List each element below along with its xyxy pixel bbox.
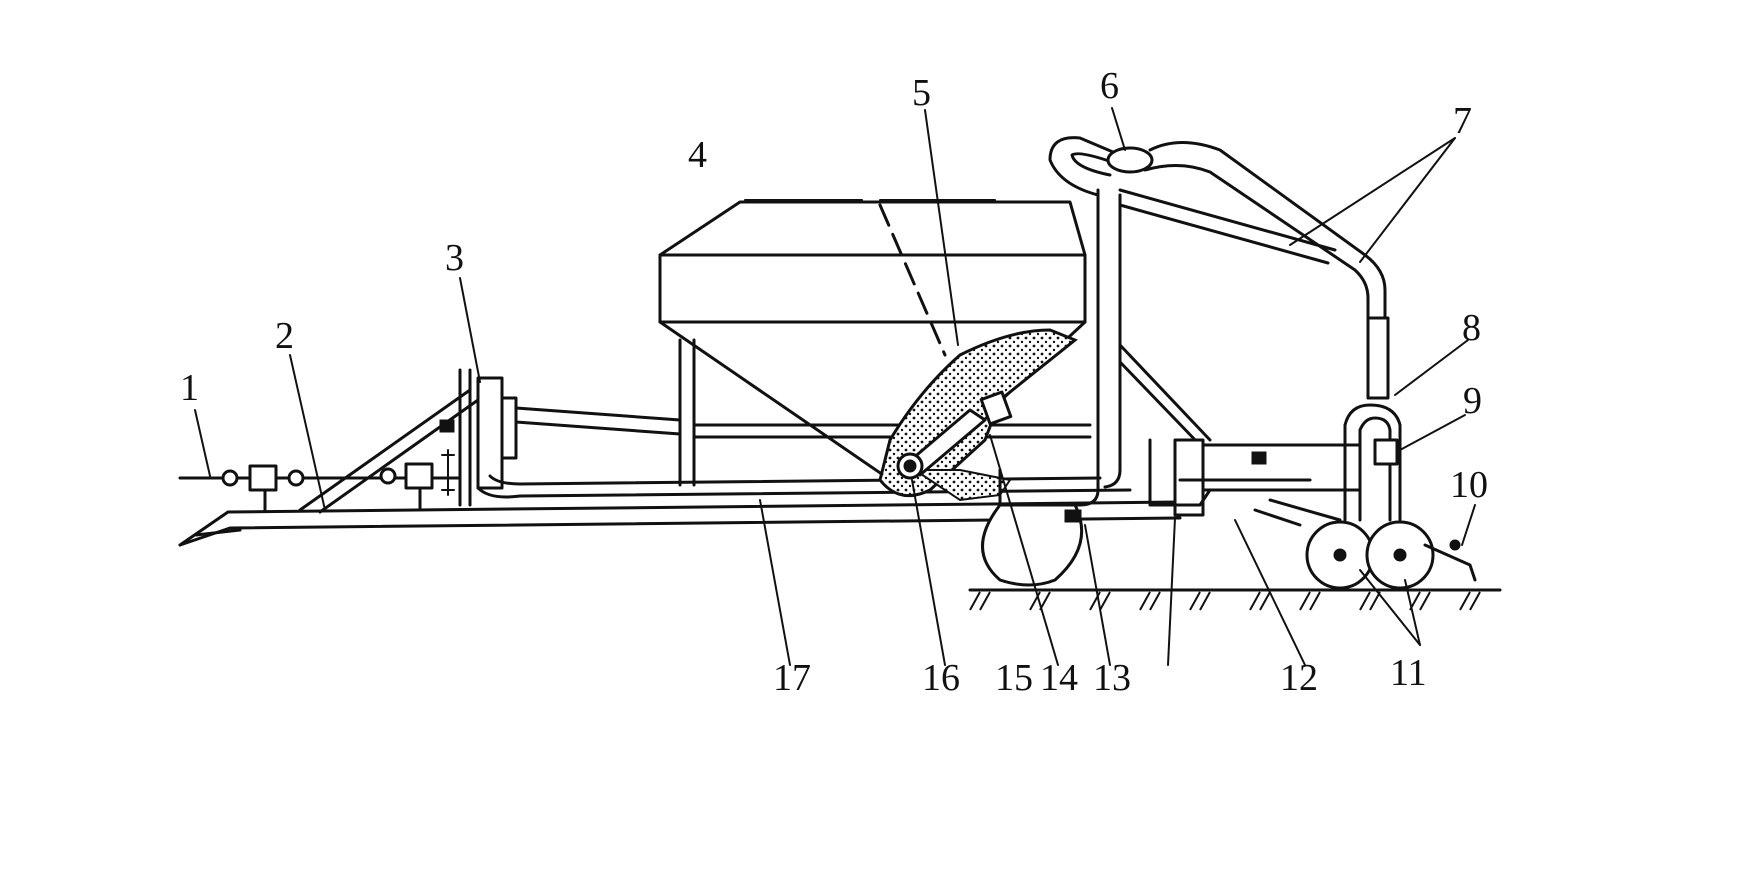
label-9: 9: [1463, 380, 1482, 422]
fan-housing: [476, 376, 682, 490]
label-5: 5: [912, 72, 931, 114]
main-frame: [178, 500, 1182, 547]
label-8: 8: [1462, 307, 1481, 349]
label-11: 11: [1390, 652, 1427, 694]
furrow-opener: [1148, 438, 1212, 507]
label-12: 12: [1280, 657, 1318, 699]
label-10: 10: [1450, 464, 1488, 506]
label-2: 2: [275, 315, 294, 357]
label-14: 14: [1040, 657, 1078, 699]
label-13: 13: [1093, 657, 1131, 699]
distribution-tubes: [1118, 141, 1390, 400]
label-4: 4: [688, 134, 707, 176]
label-17: 17: [773, 657, 811, 699]
label-7: 7: [1453, 100, 1472, 142]
hitch-linkage: [178, 462, 462, 512]
leader-lines: [194, 107, 1476, 666]
meter-chamber: [878, 328, 1078, 502]
label-6: 6: [1100, 65, 1119, 107]
label-1: 1: [180, 367, 199, 409]
rear-frame: [1118, 343, 1362, 517]
label-3: 3: [445, 237, 464, 279]
press-wheel-bracket: [1343, 403, 1402, 522]
ground-wheel: [981, 468, 1084, 587]
press-wheels: [1253, 498, 1477, 590]
delivery-pipe: [998, 136, 1154, 507]
labels: 1 2 3 4 5 6 7 8 9 10 11 12 13 14 15 16 1…: [180, 65, 1488, 699]
ground-line: [968, 588, 1502, 611]
label-15: 15: [995, 657, 1033, 699]
front-struts: [298, 368, 480, 514]
air-pipe: [476, 474, 1132, 499]
label-16: 16: [922, 657, 960, 699]
